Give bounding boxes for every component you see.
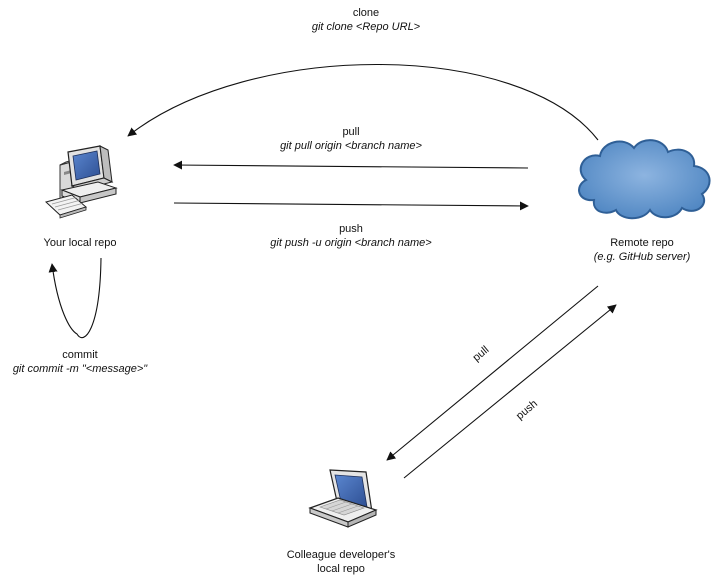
colleague-push-arrow (403, 304, 617, 479)
remote-repo-label: Remote repo (610, 237, 674, 249)
cloud-icon (578, 139, 711, 220)
pull-command: git pull origin <branch name> (280, 140, 422, 152)
commit-command: git commit -m "<message>" (12, 363, 148, 375)
push-label: push (339, 223, 363, 235)
pull-label: pull (342, 126, 360, 138)
colleague-repo-label-line2: local repo (317, 563, 365, 575)
remote-repo-label-group: Remote repo (e.g. GitHub server) (572, 236, 712, 264)
colleague-repo-label-group: Colleague developer's local repo (266, 548, 416, 576)
colleague-pull-arrow (386, 285, 599, 461)
clone-command: git clone <Repo URL> (311, 21, 421, 33)
push-arrow (173, 201, 529, 211)
desktop-computer-icon (44, 145, 118, 219)
clone-arrow (127, 63, 599, 141)
local-repo-label: Your local repo (43, 237, 117, 249)
commit-label-group: commit git commit -m "<message>" (0, 348, 160, 376)
colleague-repo-label-line1: Colleague developer's (286, 549, 396, 561)
commit-loop-arrow (48, 257, 102, 339)
push-label-group: push git push -u origin <branch name> (231, 222, 471, 250)
clone-label: clone (352, 7, 380, 19)
laptop-icon (308, 469, 378, 528)
commit-label: commit (62, 349, 98, 361)
push-command: git push -u origin <branch name> (270, 237, 432, 249)
pull-arrow (173, 160, 529, 170)
clone-label-group: clone git clone <Repo URL> (266, 6, 466, 34)
pull-label-group: pull git pull origin <branch name> (231, 125, 471, 153)
remote-repo-sublabel: (e.g. GitHub server) (593, 251, 691, 263)
